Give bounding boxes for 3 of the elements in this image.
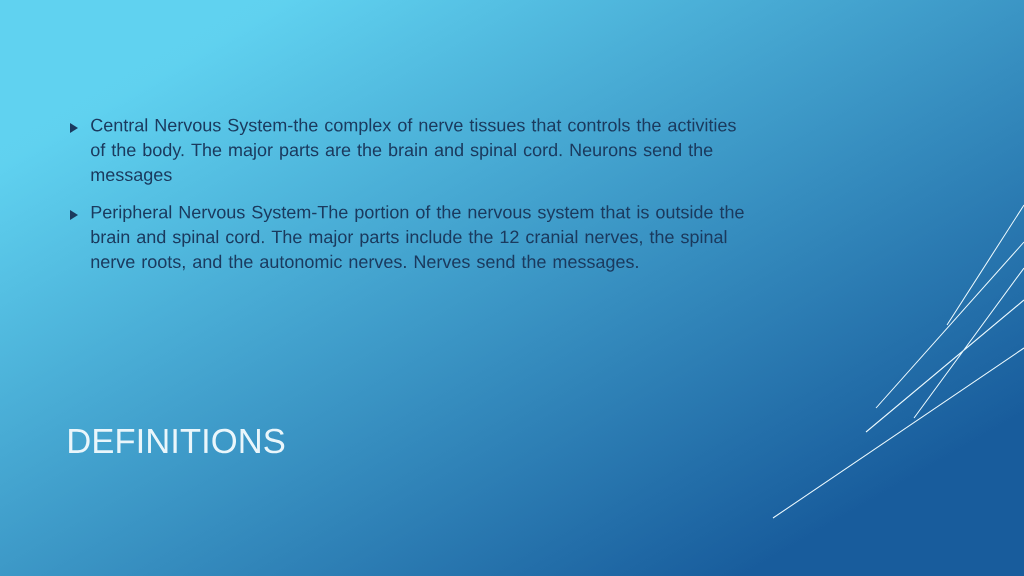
slide-title: DEFINITIONS: [69, 428, 285, 454]
bullet-text: Central Nervous System-the complex of nerve tissues that controls the activities of the body. The major parts are the brain and spinal cord. Neurons send the messages: [91, 118, 736, 185]
bullet-text: Peripheral Nervous System-The portion of the nervous system that is outside the brain and spinal cord. The major parts include the 12 cranial nerves, the spinal nerve roots, and the autonomic nerves. Nerves send the messages.: [91, 205, 744, 272]
